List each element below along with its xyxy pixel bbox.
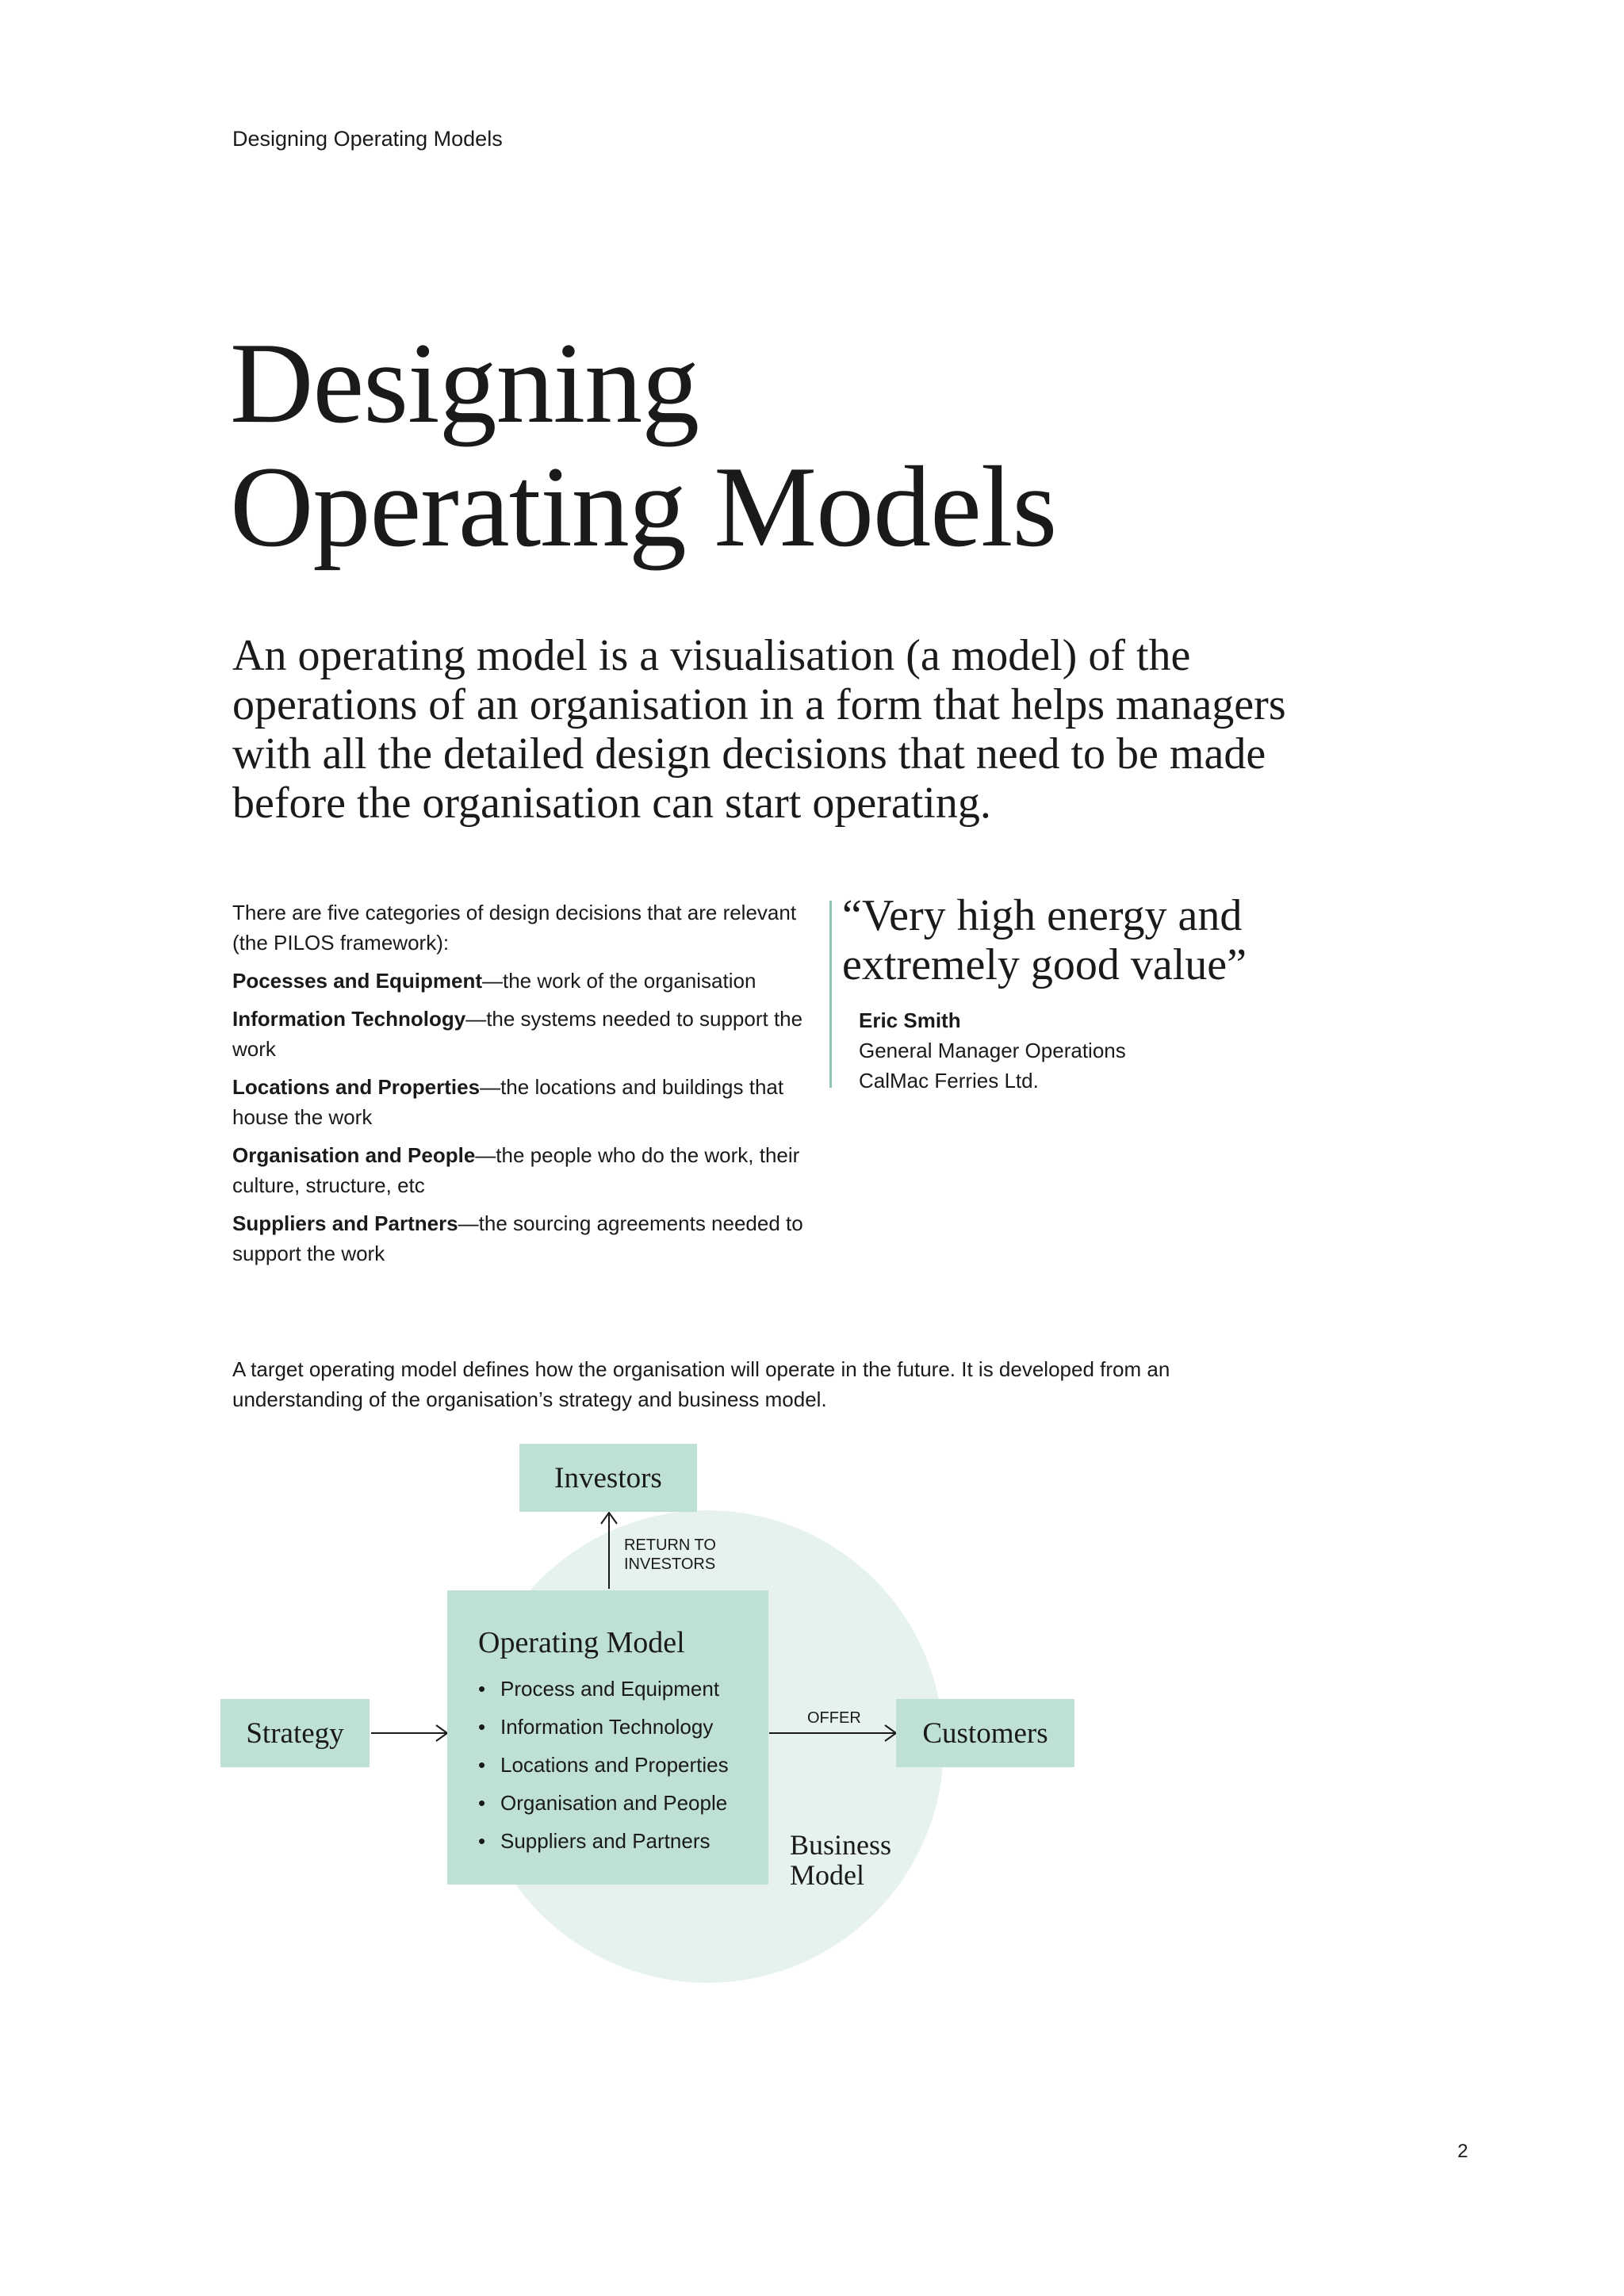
lead-paragraph: An operating model is a visualisation (a…: [232, 631, 1286, 828]
quote-author-name: Eric Smith: [859, 1008, 961, 1032]
list-item: Information Technology: [478, 1708, 729, 1746]
pilos-desc: —the people who do the work, their cultu…: [232, 1143, 800, 1197]
customers-label: Customers: [922, 1716, 1048, 1750]
page-number: 2: [1457, 2141, 1469, 2162]
pilos-desc: —the systems needed to support the work: [232, 1007, 803, 1061]
pilos-item: Information Technology—the systems neede…: [232, 1004, 803, 1064]
list-item: Suppliers and Partners: [478, 1822, 729, 1860]
pilos-term: Pocesses and Equipment: [232, 969, 482, 993]
quote-rule: [829, 901, 832, 1088]
investors-box: Investors: [519, 1444, 697, 1512]
pilos-term: Information Technology: [232, 1007, 466, 1031]
pilos-desc: —the work of the organisation: [481, 969, 756, 993]
pilos-item: Organisation and People—the people who d…: [232, 1140, 803, 1200]
page-title-line-2: Operating Models: [230, 442, 1057, 571]
quote-author-org: CalMac Ferries Ltd.: [859, 1069, 1039, 1093]
pilos-desc: —the locations and buildings that house …: [232, 1075, 784, 1129]
target-operating-model-text: A target operating model defines how the…: [232, 1357, 1170, 1411]
pilos-term: Locations and Properties: [232, 1075, 481, 1099]
business-model-label: Business Model: [790, 1830, 891, 1890]
page-title-line-1: Designing: [230, 319, 699, 447]
page-title: Designing Operating Models: [230, 321, 1419, 568]
offer-arrow-head: [884, 1724, 898, 1742]
return-label-line-1: RETURN TO: [624, 1536, 716, 1554]
return-label-line-2: INVESTORS: [624, 1556, 716, 1573]
return-to-investors-label: RETURN TO INVESTORS: [624, 1536, 716, 1574]
strategy-label: Strategy: [246, 1716, 344, 1750]
list-item: Process and Equipment: [478, 1670, 729, 1708]
operating-model-title: Operating Model: [478, 1626, 685, 1659]
business-model-line-2: Model: [790, 1859, 864, 1891]
operating-model-list: Process and Equipment Information Techno…: [478, 1670, 729, 1860]
pilos-desc: —the sourcing agreements needed to suppo…: [232, 1211, 803, 1265]
pilos-intro: There are five categories of design deci…: [232, 901, 797, 955]
list-item: Locations and Properties: [478, 1746, 729, 1784]
pilos-term: Suppliers and Partners: [232, 1211, 458, 1235]
investors-label: Investors: [554, 1461, 662, 1494]
quote-author-role: General Manager Operations: [859, 1039, 1126, 1062]
pilos-item: Locations and Properties—the locations a…: [232, 1072, 803, 1132]
pilos-section: There are five categories of design deci…: [232, 897, 803, 1276]
pilos-item: Suppliers and Partners—the sourcing agre…: [232, 1208, 803, 1269]
offer-label: OFFER: [807, 1709, 861, 1727]
business-model-line-1: Business: [790, 1829, 892, 1861]
pilos-item: Pocesses and Equipment—the work of the o…: [232, 966, 803, 996]
strategy-box: Strategy: [220, 1699, 370, 1767]
pilos-term: Organisation and People: [232, 1143, 476, 1167]
testimonial-quote: “Very high energy and extremely good val…: [842, 891, 1247, 989]
customers-box: Customers: [896, 1699, 1074, 1767]
running-header: Designing Operating Models: [232, 127, 503, 151]
return-arrow-head: [600, 1511, 618, 1525]
list-item: Organisation and People: [478, 1784, 729, 1822]
strategy-arrow-head: [435, 1724, 449, 1742]
